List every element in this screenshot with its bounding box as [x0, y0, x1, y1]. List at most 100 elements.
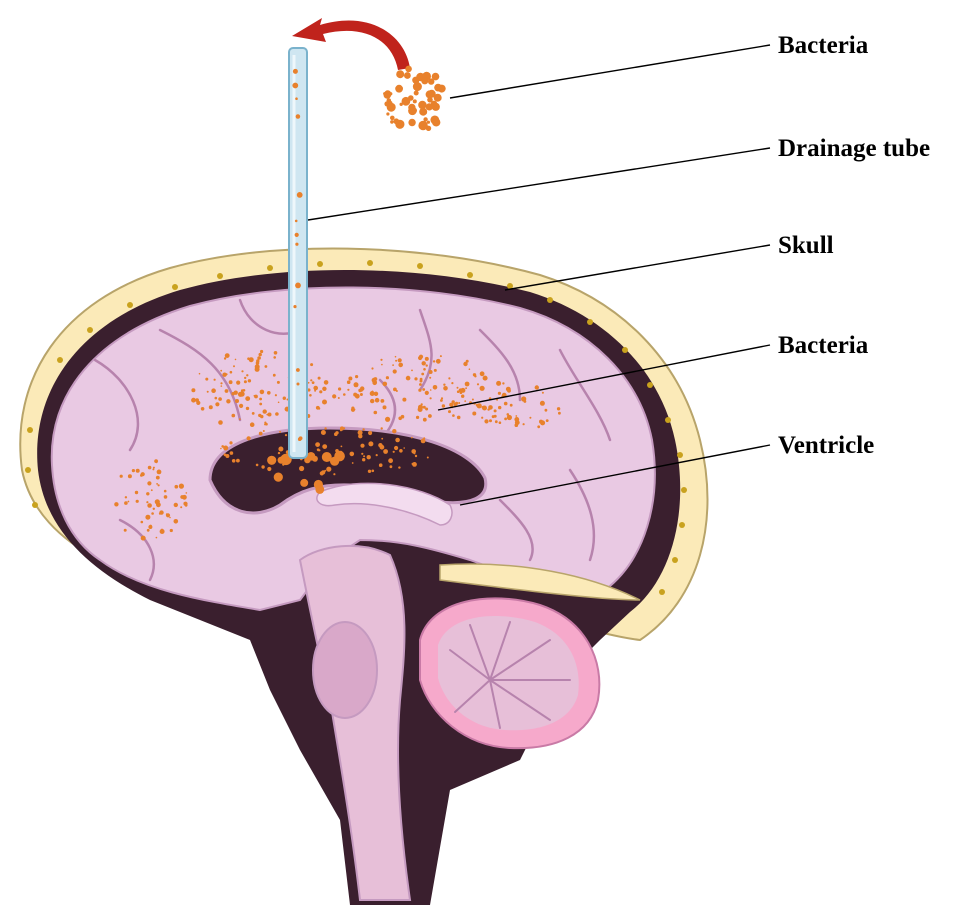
bacteria-dot — [386, 112, 389, 115]
skull-dot — [672, 557, 678, 563]
bacteria-dot — [312, 456, 318, 462]
bacteria-dot — [343, 393, 346, 396]
bacteria-dot — [396, 70, 404, 78]
bacteria-dot — [507, 413, 510, 416]
bacteria-dot — [425, 357, 429, 361]
bacteria-dot — [483, 376, 488, 381]
bacteria-dot — [419, 355, 423, 359]
bacteria-dot — [390, 120, 394, 124]
bacteria-dot — [153, 467, 155, 469]
bacteria-dot — [169, 517, 171, 519]
bacteria-dot — [295, 283, 301, 289]
bacteria-dot — [371, 367, 373, 369]
bacteria-dot — [335, 431, 338, 434]
bacteria-dot — [376, 454, 378, 456]
bacteria-dot — [455, 402, 458, 405]
bacteria-dot — [125, 496, 127, 498]
bacteria-dot — [156, 476, 160, 480]
bacteria-dot — [316, 387, 318, 389]
bacteria-dot — [343, 427, 345, 429]
bacteria-dot — [273, 356, 276, 359]
bacteria-dot — [482, 406, 487, 411]
bacteria-dot — [484, 419, 488, 423]
bacteria-dot — [315, 442, 320, 447]
bacteria-cluster-icon — [383, 66, 446, 131]
bacteria-dot — [367, 455, 371, 459]
bacteria-dot — [416, 416, 418, 418]
bacteria-dot — [221, 445, 224, 448]
bacteria-dot — [436, 359, 441, 364]
bacteria-dot — [465, 382, 470, 387]
bacteria-dot — [124, 529, 127, 532]
bacteria-dot — [515, 423, 519, 427]
bacteria-dot — [215, 397, 218, 400]
bacteria-dot — [128, 474, 132, 478]
skull-dot — [32, 502, 38, 508]
bacteria-dot — [318, 407, 320, 409]
bacteria-dot — [156, 483, 158, 485]
skull-dot — [367, 260, 373, 266]
bacteria-dot — [299, 466, 304, 471]
bacteria-dot — [300, 479, 308, 487]
bacteria-dot — [472, 399, 474, 401]
bacteria-dot — [295, 97, 298, 100]
bacteria-dot — [232, 459, 236, 463]
leader-drainage-tube — [308, 148, 770, 220]
bacteria-dot — [399, 449, 403, 453]
bacteria-dot — [442, 404, 445, 407]
bacteria-dot — [267, 456, 276, 465]
bacteria-dot — [381, 364, 383, 366]
bacteria-dot — [545, 409, 548, 412]
bacteria-dot — [322, 444, 327, 449]
bacteria-dot — [542, 392, 544, 394]
skull-dot — [317, 261, 323, 267]
bacteria-dot — [395, 356, 397, 358]
bacteria-dot — [395, 360, 397, 362]
bacteria-dot — [199, 373, 201, 375]
bacteria-dot — [521, 396, 526, 401]
bacteria-dot — [136, 500, 139, 503]
bacteria-dot — [418, 407, 423, 412]
bacteria-dot — [256, 359, 259, 362]
skull-dot — [659, 589, 665, 595]
bacteria-dot — [236, 381, 240, 385]
bacteria-dot — [239, 404, 243, 408]
bacteria-dot — [372, 470, 375, 473]
bacteria-dot — [148, 466, 152, 470]
skull-dot — [467, 272, 473, 278]
bacteria-dot — [235, 399, 239, 403]
bacteria-dot — [279, 431, 281, 433]
bacteria-dot — [392, 429, 396, 433]
bacteria-dot — [296, 114, 301, 119]
bacteria-dot — [433, 385, 438, 390]
bacteria-dot — [310, 363, 313, 366]
bacteria-dot — [254, 395, 256, 397]
bacteria-dot — [267, 467, 271, 471]
bacteria-dot — [174, 519, 179, 524]
bacteria-dot — [230, 451, 234, 455]
bacteria-dot — [341, 446, 343, 448]
bacteria-dot — [261, 465, 264, 468]
bacteria-dot — [239, 418, 241, 420]
bacteria-dot — [421, 403, 423, 405]
bacteria-dot — [395, 85, 403, 93]
bacteria-dot — [464, 400, 466, 402]
label-skull: Skull — [778, 233, 834, 258]
bacteria-dot — [448, 377, 450, 379]
bacteria-dot — [348, 377, 352, 381]
bacteria-dot — [174, 503, 178, 507]
bacteria-dot — [338, 387, 341, 390]
bacteria-dot — [354, 382, 359, 387]
bacteria-dot — [260, 350, 263, 353]
bacteria-dot — [259, 353, 262, 356]
bacteria-dot — [132, 469, 135, 472]
bacteria-dot — [353, 393, 357, 397]
bacteria-dot — [136, 469, 140, 473]
bacteria-dot — [414, 91, 419, 96]
bacteria-dot — [392, 364, 394, 366]
bacteria-dot — [434, 94, 442, 102]
bacteria-dot — [246, 374, 248, 376]
bacteria-dot — [492, 415, 495, 418]
bacteria-dot — [332, 394, 336, 398]
bacteria-dot — [186, 492, 188, 494]
